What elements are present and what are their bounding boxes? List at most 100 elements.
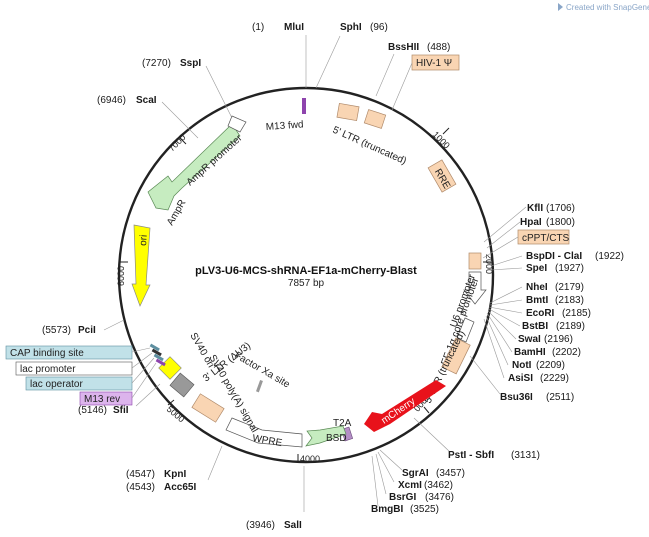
factor-xa-feature[interactable] [256,380,263,393]
cap-site-mark[interactable] [149,343,160,352]
bsshii-leader [375,53,395,97]
ampr-promoter-feature[interactable] [227,115,247,133]
sphi-leader [315,35,341,89]
site-xcmi-pos: (3462) [424,480,453,491]
ltr3-box[interactable] [191,393,225,423]
site-noti[interactable]: NotI [512,360,532,371]
site-sphi[interactable]: SphI [340,22,362,33]
site-bamhi[interactable]: BamHI [514,347,546,358]
sv40-ori-box[interactable] [158,356,182,380]
tick-label: 6000 [116,266,126,286]
plasmid-size: 7857 bp [288,278,325,289]
site-xcmi[interactable]: XcmI [398,480,422,491]
m13-rev-label: M13 rev [84,394,120,405]
site-sfii[interactable]: SfiI [113,405,129,416]
bsrgi-leader [375,453,387,495]
tick-label: 5000 [165,404,187,425]
sv40-ori-feature[interactable] [158,356,182,380]
site-scai[interactable]: ScaI [136,95,157,106]
site-kpni[interactable]: KpnI [164,469,186,480]
sv40-polya-box[interactable] [169,372,195,398]
ef1a-core-promoter-feature[interactable] [456,317,475,343]
site-hpai[interactable]: HpaI [520,217,542,228]
ltr5-top-label: 5' LTR (truncated) [331,125,408,167]
rre-feature[interactable]: RRE [427,159,457,193]
site-psti-sbfi-pos: (3131) [511,450,540,461]
cap-binding-site-label: CAP binding site [10,348,84,359]
bsd-feature[interactable] [305,425,347,447]
m13-rev-mark[interactable] [155,358,166,367]
site-bsu36i[interactable]: Bsu36I [500,392,533,403]
site-sgrai-pos: (3457) [436,468,465,479]
psti-leader [413,417,451,453]
site-bmti[interactable]: BmtI [526,295,548,306]
tick-mark [423,406,430,414]
cap-binding-site-box[interactable] [5,345,133,360]
site-pcii[interactable]: PciI [78,325,96,336]
site-sspi-pos: (7270) [142,58,171,69]
site-mlui[interactable]: MluI [284,22,304,33]
mcherry-label: mCherry [380,396,418,427]
site-scai-pos: (6946) [97,95,126,106]
xcmi-leader [377,451,395,483]
site-sali-pos: (3946) [246,520,275,531]
lac-operator-mark[interactable] [153,353,164,362]
site-spei[interactable]: SpeI [526,263,547,274]
site-nhei-pos: (2179) [555,282,584,293]
t2a-label: T2A [333,418,352,429]
ampr-feature[interactable] [147,123,241,211]
cppt-cts-leader [482,236,519,259]
site-sgrai[interactable]: SgrAI [402,468,429,479]
wpre-feature[interactable] [225,417,303,448]
asisi-leader [483,318,505,379]
site-sspi[interactable]: SspI [180,58,201,69]
ltr5-top-feature[interactable] [336,102,360,122]
snapgene-logo-icon [558,3,563,11]
site-asisi[interactable]: AsiSI [508,373,533,384]
ecori-leader [488,306,523,314]
nhei-leader [489,286,523,304]
site-kfli-pos: (1706) [546,203,575,214]
site-kpni-pos: (4547) [126,469,155,480]
hiv1-psi-leader [391,62,413,111]
ltr3-feature[interactable] [191,393,225,423]
site-kfli[interactable]: KflI [527,203,543,214]
mcherry-feature[interactable] [364,380,446,432]
site-bstbi[interactable]: BstBI [522,321,548,332]
lac-promoter-leader [131,352,153,369]
cppt-cts-feature[interactable] [468,252,482,270]
m13-fwd-feature[interactable] [302,98,306,114]
site-bspdi-clai[interactable]: BspDI - ClaI [526,251,582,262]
site-acc65i-pos: (4543) [126,482,155,493]
cap-leader [131,347,151,353]
sgrai-leader [379,449,403,471]
site-ecori[interactable]: EcoRI [526,308,555,319]
u6-promoter-feature[interactable] [463,271,487,305]
site-spei-pos: (1927) [555,263,584,274]
site-bsrgi[interactable]: BsrGI [389,492,416,503]
lac-operator-box[interactable] [25,376,133,391]
site-acc65i[interactable]: Acc65I [164,482,196,493]
sv40-polya-feature[interactable] [169,372,195,398]
site-bsu36i-pos: (2511) [546,392,574,403]
bmgbi-leader [371,455,379,507]
ltr5-top-feature-2[interactable] [363,109,387,129]
hiv1-psi-box[interactable] [411,54,460,71]
site-bmgbi[interactable]: BmgBI [371,504,403,515]
site-swai[interactable]: SwaI [518,334,541,345]
ltr5-lower-feature[interactable] [441,337,471,375]
site-psti-sbfi[interactable]: PstI - SbfI [448,450,494,461]
lac-promoter-box[interactable] [15,361,133,376]
m13-rev-box[interactable] [79,391,133,406]
ori-label: ori [138,234,150,246]
lac-promoter-mark[interactable] [151,348,162,357]
site-bstbi-pos: (2189) [556,321,585,332]
rre-box[interactable] [427,159,457,193]
site-sali[interactable]: SalI [284,520,302,531]
ori-feature[interactable] [131,224,151,307]
ltr5-lower-box[interactable] [441,337,471,375]
site-bsshii[interactable]: BssHII [388,42,419,53]
site-nhei[interactable]: NheI [526,282,548,293]
bsu36i-leader [469,355,501,395]
